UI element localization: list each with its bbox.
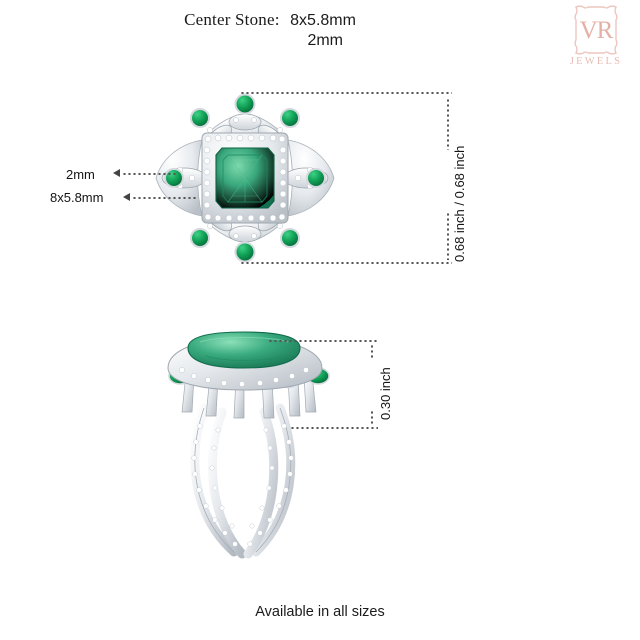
logo-wordmark: JEWELS: [569, 56, 623, 67]
shank-pave-diamonds: [191, 423, 294, 547]
logo-monogram: VR: [579, 16, 614, 44]
ring-shank: [190, 403, 296, 559]
header-line-secondary: 2mm: [0, 32, 540, 50]
top-view-height-label: 0.68 inch / 0.68 inch: [452, 145, 467, 262]
accent-stone-leader-line: [122, 173, 176, 175]
center-stone-arrow-icon: [123, 193, 130, 201]
dimension-arrow-upper: [447, 98, 449, 150]
side-dimension-arrow-lower: [371, 410, 373, 424]
guide-line-bottom: [240, 262, 452, 264]
halo-pave-diamonds: [203, 134, 287, 222]
center-stone-callout-label: 8x5.8mm: [50, 190, 104, 205]
guide-line-side-bottom: [290, 427, 378, 429]
accent-stone-arrow-icon: [113, 169, 120, 177]
header-line-primary: Center Stone: 8x5.8mm: [0, 10, 540, 30]
availability-note: Available in all sizes: [255, 604, 385, 620]
center-emerald-stone: [215, 147, 275, 209]
accent-emerald-stones: [164, 93, 326, 263]
center-stone-label: Center Stone:: [184, 10, 280, 29]
brand-logo: VR JEWELS: [560, 4, 632, 76]
guide-line-top: [240, 92, 452, 94]
accent-stone-size-value: 2mm: [307, 32, 343, 49]
ring-top-view: [140, 78, 350, 278]
center-stone-size-value: 8x5.8mm: [290, 12, 356, 29]
ring-side-view: [160, 330, 360, 560]
dimension-arrow-lower: [447, 212, 449, 260]
logo-frame-icon: [574, 5, 618, 55]
accent-stone-callout-label: 2mm: [66, 167, 95, 182]
side-view-height-label: 0.30 inch: [378, 367, 393, 420]
side-halo-pave: [179, 367, 309, 387]
side-dimension-arrow-upper: [371, 344, 373, 358]
guide-line-side-top: [268, 340, 378, 342]
center-stone-leader-line: [132, 197, 198, 199]
